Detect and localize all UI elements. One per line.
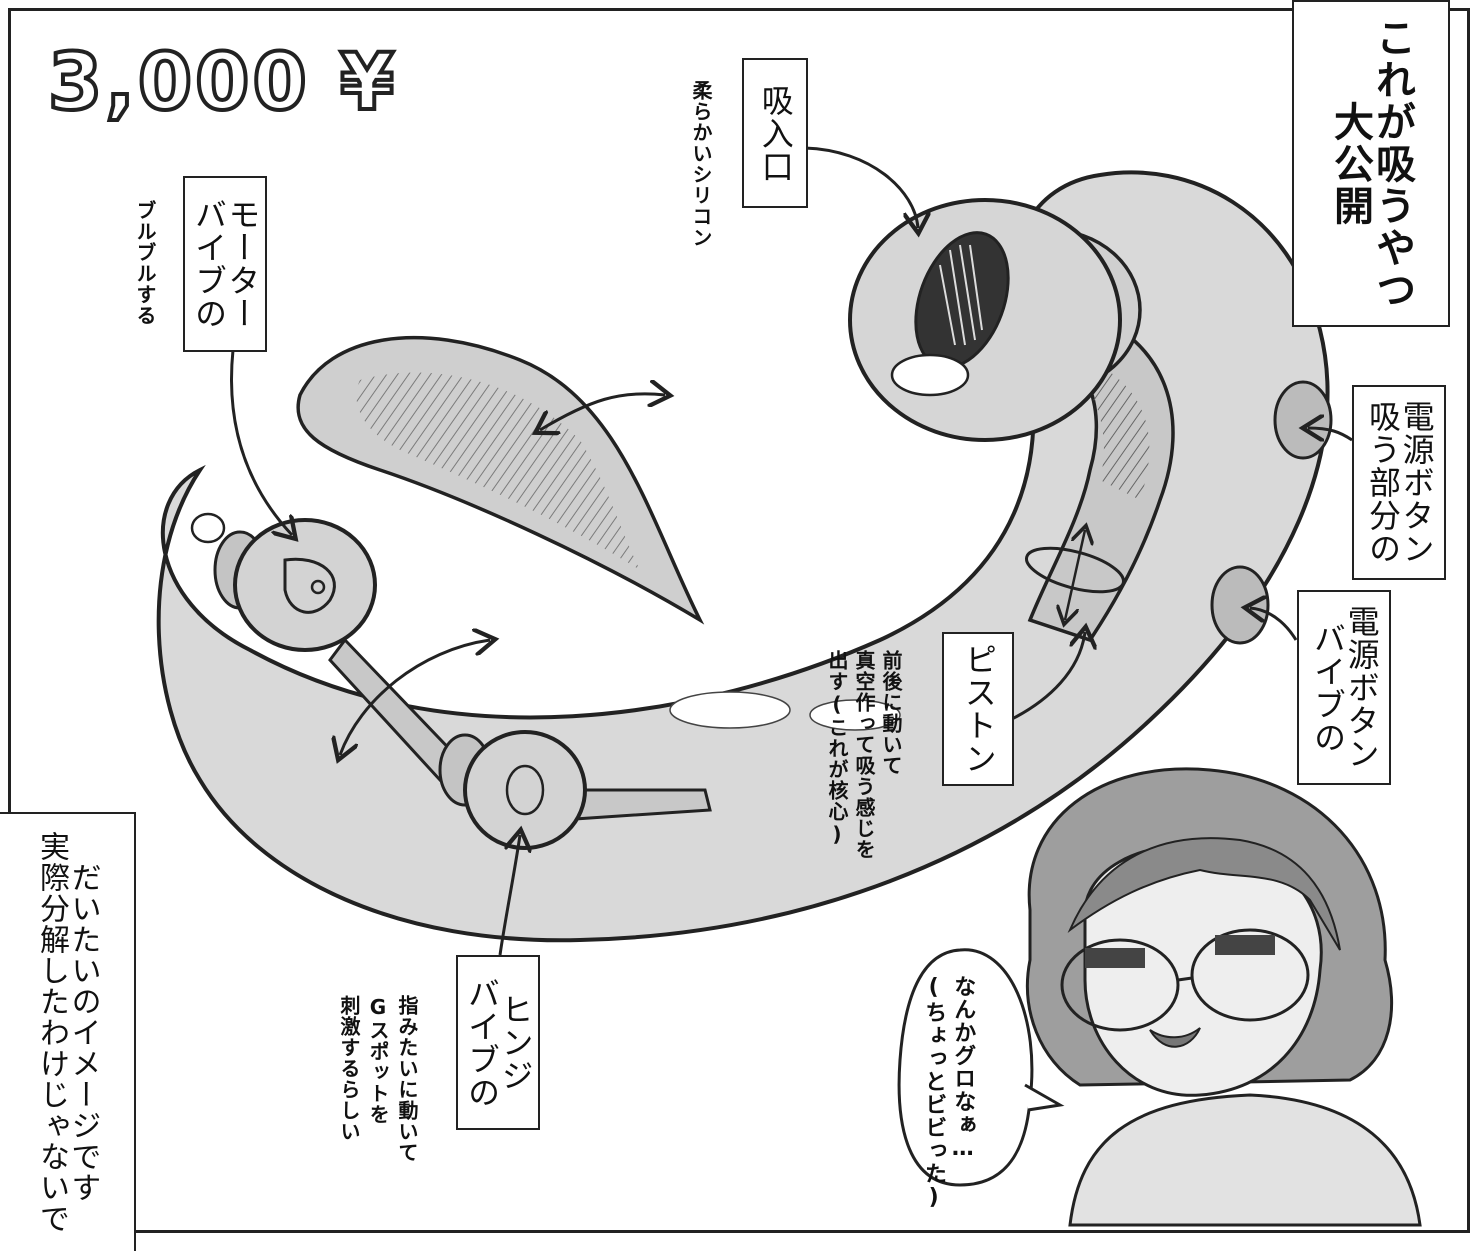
vibe-power-button [1210,565,1270,645]
intake-label: 吸入口 [756,83,795,183]
title-box: 大公開 これが吸うやつ [1292,0,1450,327]
girl-character [1025,767,1422,1227]
speech-line-1: なんかグロなぁ… [950,975,976,1162]
suck-power-label-box: 吸う部分の 電源ボタン [1352,385,1446,580]
vibe-power-label-2: 電源ボタン [1342,605,1381,770]
motor-knob [233,518,377,652]
hinge-note: 指みたいに動いて Gスポットを 刺激するらしい [337,995,419,1163]
motor-label-box: バイブの モーター [183,176,267,352]
motor-label-1: バイブの [190,198,228,330]
speech-bubble: なんかグロなぁ… (ちょっとビビった) [921,975,976,1211]
silicone-note: 柔らかいシリコン [689,80,713,248]
hinge-knob [463,730,587,850]
suck-power-label-2: 電源ボタン [1397,400,1436,565]
title-line-1: 大公開 [1327,100,1373,227]
suck-power-label-1: 吸う部分の [1364,400,1402,565]
caption-box: 実際分解したわけじゃないで だいたいのイメージです [0,812,136,1251]
piston-note-1: 前後に動いて [879,650,903,776]
hinge-note-1: 指みたいに動いて [395,995,419,1163]
piston-note: 前後に動いて 真空作って吸う感じを 出す(これが核心) [825,650,903,860]
hinge-note-2: Gスポットを [366,995,390,1125]
vibe-power-label-1: バイブの [1309,621,1347,754]
piston-label-box: ピストン [942,632,1014,786]
caption-line-1: 実際分解したわけじゃないで [34,831,69,1234]
intake-label-box: 吸入口 [742,58,808,208]
piston-note-2: 真空作って吸う感じを [852,650,876,860]
speech-line-2: (ちょっとビビった) [921,975,947,1211]
motor-label-2: モーター [223,198,262,330]
vibe-power-label-box: バイブの 電源ボタン [1297,590,1391,785]
hinge-note-3: 刺激するらしい [337,995,361,1142]
suck-power-button [1273,380,1333,460]
caption-line-2: だいたいのイメージです [65,862,101,1203]
piston-label: ピストン [959,643,998,775]
price-label: 3,000 ¥ [46,36,398,130]
title-line-2: これが吸うやつ [1369,16,1415,311]
hinge-label-box: バイブの ヒンジ [456,955,540,1130]
motor-note: ブルブルする [133,200,157,326]
hinge-label-2: ヒンジ [496,993,535,1092]
piston-note-3: 出す(これが核心) [825,650,849,847]
hinge-label-1: バイブの [463,976,501,1109]
